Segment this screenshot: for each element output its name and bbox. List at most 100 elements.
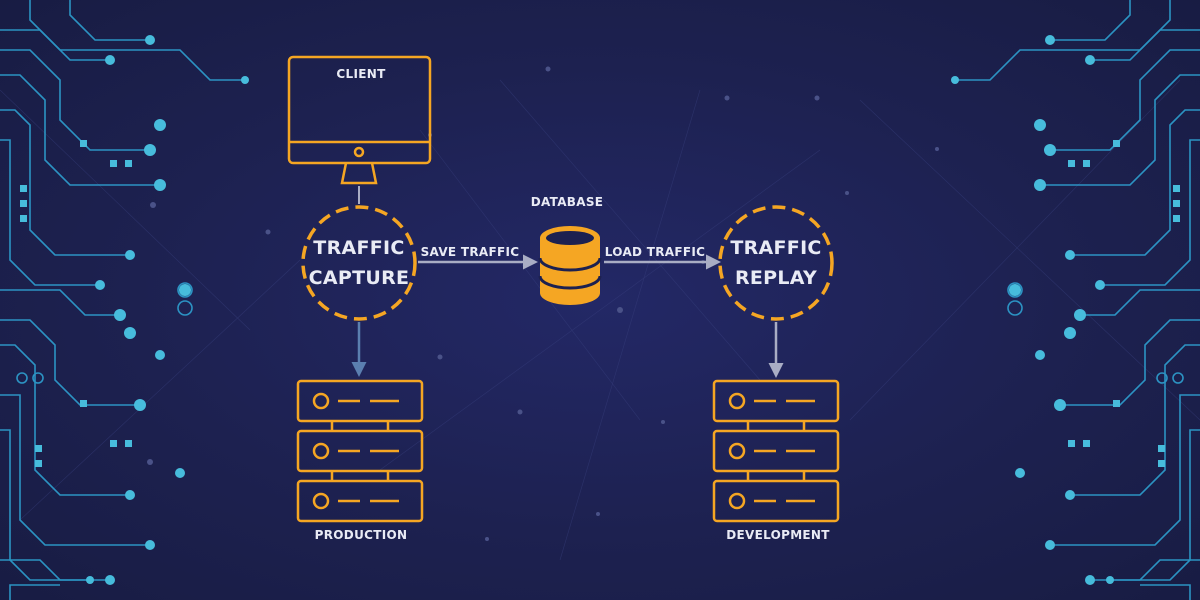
- traffic-replay-label: TRAFFIC REPLAY: [730, 233, 821, 293]
- circuit-node: [1065, 490, 1075, 500]
- circuit-chip-pad: [1173, 215, 1180, 222]
- circuit-node: [179, 284, 191, 296]
- circuit-trace: [69, 0, 150, 41]
- circuit-node: [144, 144, 156, 156]
- circuit-node: [154, 179, 166, 191]
- client-label: CLIENT: [336, 67, 386, 81]
- circuit-pad: [1007, 300, 1023, 316]
- circuit-node: [105, 575, 115, 585]
- circuit-pad: [1007, 282, 1023, 298]
- circuit-trace: [0, 559, 90, 581]
- traffic-capture-label: TRAFFIC CAPTURE: [309, 233, 410, 293]
- circuit-board-right-content: [951, 0, 1200, 600]
- circuit-trace: [1110, 559, 1200, 581]
- monitor-icon: [287, 55, 432, 185]
- circuit-node: [1064, 327, 1076, 339]
- circuit-trace: [1100, 139, 1200, 286]
- circuit-node: [1034, 119, 1046, 131]
- circuit-trace: [1050, 394, 1200, 546]
- circuit-node: [241, 76, 249, 84]
- circuit-node: [1065, 250, 1075, 260]
- circuit-node: [124, 327, 136, 339]
- circuit-node: [86, 576, 94, 584]
- circuit-node: [1045, 540, 1055, 550]
- circuit-node: [134, 399, 146, 411]
- circuit-trace: [0, 74, 160, 186]
- circuit-chip-pad: [1083, 160, 1090, 167]
- circuit-chip-pad: [1068, 440, 1075, 447]
- circuit-node: [1035, 350, 1045, 360]
- circuit-trace: [0, 319, 140, 406]
- circuit-node: [951, 76, 959, 84]
- circuit-trace: [0, 289, 120, 316]
- traffic-replay-line2: REPLAY: [734, 267, 818, 289]
- circuit-node: [1015, 468, 1025, 478]
- database-label: DATABASE: [530, 195, 604, 209]
- circuit-trace: [0, 139, 100, 286]
- traffic-capture-line2: CAPTURE: [308, 267, 410, 289]
- circuit-trace: [9, 584, 60, 600]
- circuit-trace: [955, 0, 1171, 81]
- circuit-node: [125, 250, 135, 260]
- circuit-node: [155, 350, 165, 360]
- traffic-capture-node: [301, 205, 417, 321]
- circuit-chip-pad: [35, 445, 42, 452]
- circuit-trace: [1090, 429, 1200, 581]
- circuit-trace: [1060, 319, 1200, 406]
- circuit-trace: [1070, 109, 1200, 256]
- circuit-node: [125, 490, 135, 500]
- circuit-node: [114, 309, 126, 321]
- circuit-chip-pad: [1158, 460, 1165, 467]
- server-rack-icon: [296, 379, 424, 523]
- circuit-trace: [0, 429, 110, 581]
- circuit-node: [1034, 179, 1046, 191]
- circuit-chip-pad: [20, 200, 27, 207]
- circuit-chip-pad: [110, 160, 117, 167]
- circuit-trace: [1070, 344, 1200, 496]
- circuit-node: [1074, 309, 1086, 321]
- circuit-trace: [1040, 74, 1200, 186]
- circuit-trace: [29, 0, 245, 81]
- circuit-chip-pad: [1113, 140, 1120, 147]
- load-traffic-label: LOAD TRAFFIC: [604, 245, 706, 259]
- circuit-pad: [1156, 372, 1168, 384]
- production-label: PRODUCTION: [314, 528, 408, 542]
- circuit-trace: [0, 109, 130, 256]
- save-traffic-label: SAVE TRAFFIC: [420, 245, 520, 259]
- circuit-node: [175, 468, 185, 478]
- circuit-node: [1044, 144, 1056, 156]
- circuit-trace: [0, 344, 130, 496]
- circuit-trace: [1050, 49, 1200, 151]
- circuit-board-left: [0, 0, 249, 600]
- circuit-node: [1009, 284, 1021, 296]
- traffic-capture-line1: TRAFFIC: [313, 237, 405, 259]
- circuit-chip-pad: [35, 460, 42, 467]
- circuit-node: [1106, 576, 1114, 584]
- circuit-chip-pad: [125, 160, 132, 167]
- circuit-trace: [1140, 584, 1191, 600]
- circuit-node: [1045, 35, 1055, 45]
- circuit-node: [145, 540, 155, 550]
- circuit-pad: [1172, 372, 1184, 384]
- circuit-chip-pad: [1173, 200, 1180, 207]
- background-dots: [147, 66, 939, 541]
- server-rack-icon: [712, 379, 840, 523]
- traffic-replay-line1: TRAFFIC: [730, 237, 822, 259]
- circuit-chip-pad: [20, 215, 27, 222]
- circuit-pad: [16, 372, 28, 384]
- circuit-chip-pad: [20, 185, 27, 192]
- circuit-node: [1054, 399, 1066, 411]
- circuit-chip-pad: [110, 440, 117, 447]
- traffic-replay-node: [718, 205, 834, 321]
- background-network: [0, 79, 1200, 561]
- circuit-chip-pad: [1083, 440, 1090, 447]
- circuit-chip-pad: [80, 140, 87, 147]
- circuit-node: [145, 35, 155, 45]
- circuit-chip-pad: [125, 440, 132, 447]
- circuit-node: [1085, 575, 1095, 585]
- circuit-node: [1085, 55, 1095, 65]
- circuit-pad: [177, 282, 193, 298]
- circuit-node: [1095, 280, 1105, 290]
